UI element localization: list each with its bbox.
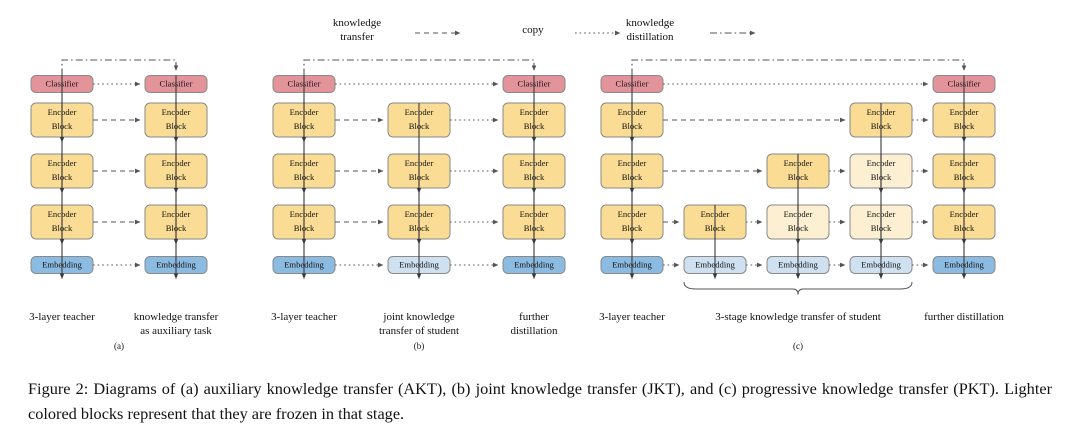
panel-tag: (c)	[793, 341, 803, 351]
legend-label: distillation	[626, 31, 674, 43]
panel-tag: (b)	[414, 341, 425, 351]
panel-sublabel: 3-layer teacher	[29, 311, 95, 323]
panel-tag: (a)	[114, 341, 124, 351]
panel-sublabel: further distillation	[924, 311, 1004, 323]
legend-label: knowledge	[333, 17, 381, 29]
legend-label: transfer	[340, 31, 374, 43]
panel-sublabel: distillation	[510, 325, 558, 337]
panel-sublabel: further	[519, 311, 549, 323]
panel-sublabel: 3-stage knowledge transfer of student	[715, 311, 881, 323]
panel-c-stage-brace	[683, 281, 913, 295]
figure-diagram: EmbeddingEncoderBlockEncoderBlockEncoder…	[29, 17, 1004, 351]
panel-sublabel: joint knowledge	[382, 311, 454, 323]
panel-sublabel: as auxiliary task	[140, 325, 212, 337]
legend-label: knowledge	[626, 17, 674, 29]
panel-sublabel: transfer of student	[379, 325, 459, 337]
panel-sublabel: knowledge transfer	[134, 311, 219, 323]
panel-sublabel: 3-layer teacher	[599, 311, 665, 323]
figure-caption: Figure 2: Diagrams of (a) auxiliary know…	[28, 379, 1052, 423]
panel-sublabel: 3-layer teacher	[271, 311, 337, 323]
legend-label: copy	[522, 24, 544, 36]
